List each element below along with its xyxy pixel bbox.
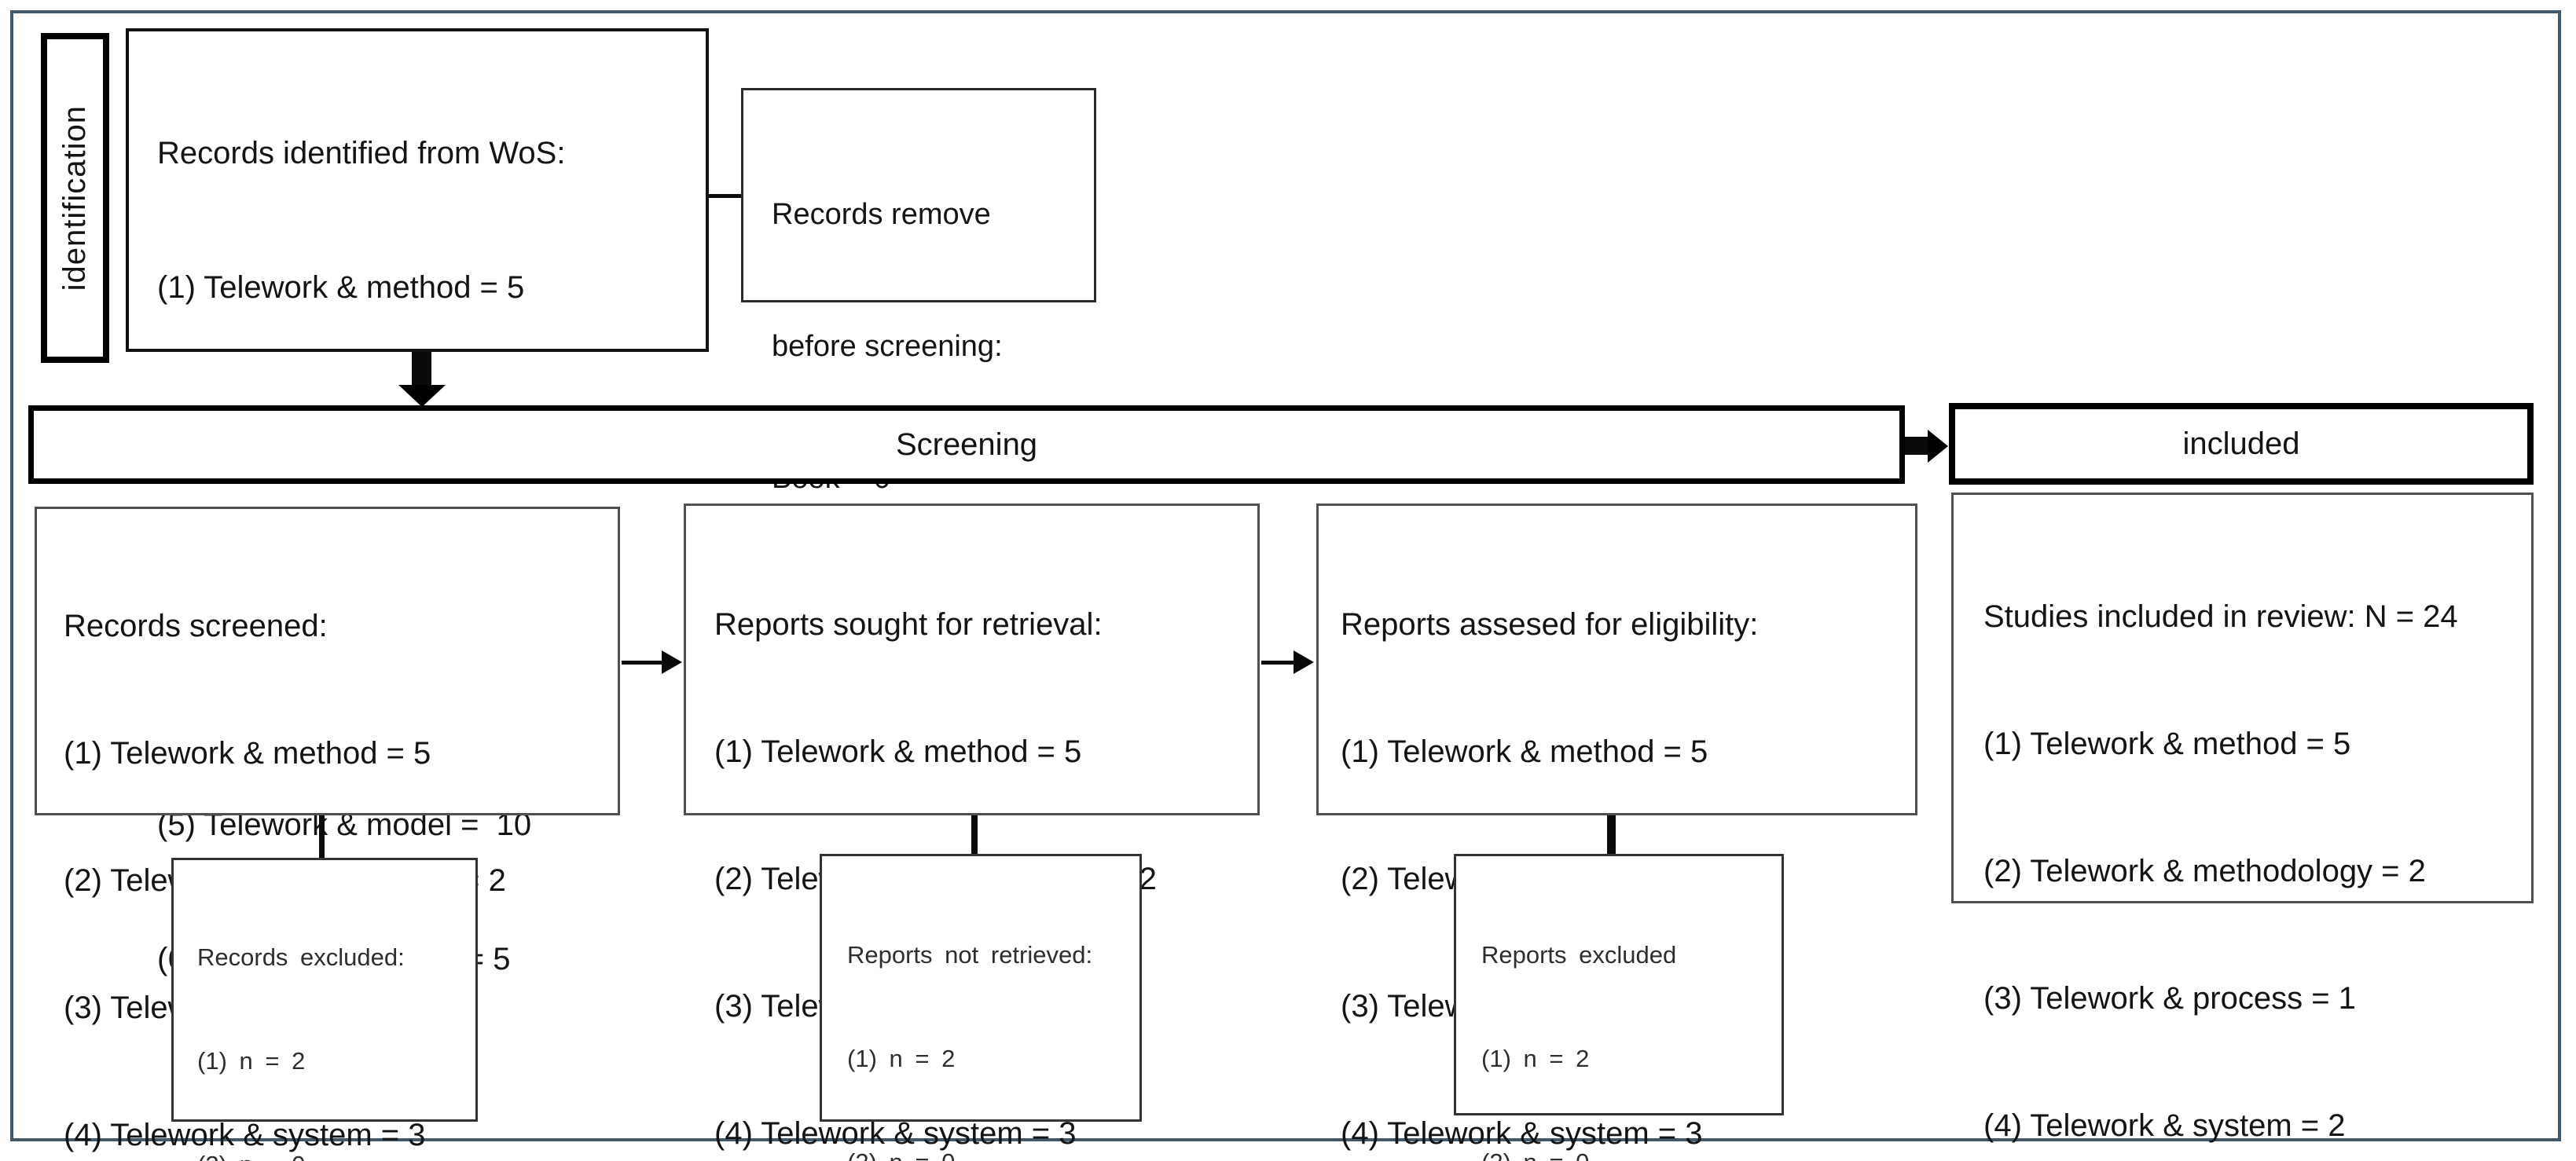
reports-assessed-box: Reports assesed for eligibility: (1) Tel… xyxy=(1316,504,1917,1151)
identification-stage-label: identification xyxy=(47,39,103,357)
studies-included-item: (1) Telework & method = 5 xyxy=(1983,727,2351,761)
arrow-sought-to-assessed-head-icon xyxy=(1294,650,1314,674)
reports-not-retrieved-item: (1) n = 2 xyxy=(847,1045,956,1072)
records-identified-box: Records identified from WoS: (1) Telewor… xyxy=(126,28,709,976)
reports-excluded-box: Reports excluded (1) n = 2 (2) n = 0 (3)… xyxy=(1454,854,1784,1161)
reports-excluded-item: (1) n = 2 xyxy=(1481,1045,1590,1072)
records-excluded-box: Records excluded: (1) n = 2 (2) n = 0 (3… xyxy=(171,858,478,1161)
figure-border xyxy=(10,10,2561,1141)
screening-stage-bar: Screening xyxy=(28,405,1905,484)
reports-excluded-title: Reports excluded xyxy=(1481,941,1677,969)
reports-not-retrieved-box: Reports not retrieved: (1) n = 2 (2) n =… xyxy=(820,854,1142,1161)
records-excluded-item: (2) n = 0 xyxy=(197,1148,475,1161)
records-removed-box: Records remove before screening: Book = … xyxy=(741,88,1096,627)
connector-identified-to-removed xyxy=(709,194,741,198)
reports-sought-box: Reports sought for retrieval: (1) Telewo… xyxy=(684,504,1260,1151)
reports-assessed-item: (1) Telework & method = 5 xyxy=(1341,734,1708,769)
right-arrow-head-icon xyxy=(1928,430,1948,463)
connector-assessed-to-excluded xyxy=(1607,815,1616,855)
reports-excluded-item: (2) n = 0 xyxy=(1481,1145,1782,1161)
records-screened-item: (4) Telework & system = 3 xyxy=(64,1118,426,1152)
reports-assessed-item: (4) Telework & system = 3 xyxy=(1341,1116,1703,1151)
records-identified-item: (1) Telework & method = 5 xyxy=(157,270,525,305)
reports-sought-item: (4) Telework & system = 3 xyxy=(714,1116,1077,1151)
down-arrow-icon xyxy=(412,352,431,386)
records-excluded-item: (1) n = 2 xyxy=(197,1047,306,1075)
down-arrow-head-icon xyxy=(398,385,446,407)
included-stage-label: included xyxy=(2182,426,2300,461)
records-screened-title: Records screened: xyxy=(64,609,328,643)
reports-assessed-title: Reports assesed for eligibility: xyxy=(1341,607,1759,642)
studies-included-title: Studies included in review: N = 24 xyxy=(1983,599,2458,634)
records-screened-box: Records screened: (1) Telework & method … xyxy=(35,507,620,1152)
arrow-screened-to-sought-icon xyxy=(622,661,662,665)
reports-sought-title: Reports sought for retrieval: xyxy=(714,607,1103,642)
records-removed-line: Records remove xyxy=(772,198,991,231)
identification-stage-text: identification xyxy=(57,104,92,291)
right-arrow-icon xyxy=(1905,437,1928,455)
reports-not-retrieved-item: (2) n = 0 xyxy=(847,1145,1139,1161)
reports-not-retrieved-title: Reports not retrieved: xyxy=(847,941,1093,969)
records-screened-item: (1) Telework & method = 5 xyxy=(64,736,431,771)
studies-included-item: (3) Telework & process = 1 xyxy=(1983,981,2356,1016)
records-excluded-title: Records excluded: xyxy=(197,943,405,971)
reports-sought-item: (1) Telework & method = 5 xyxy=(714,734,1082,769)
connector-sought-to-not-retrieved xyxy=(971,815,978,855)
included-stage-bar: included xyxy=(1949,403,2534,485)
connector-screened-to-excluded xyxy=(319,815,325,859)
studies-included-box: Studies included in review: N = 24 (1) T… xyxy=(1951,493,2534,1143)
screening-stage-label: Screening xyxy=(895,427,1038,462)
arrow-sought-to-assessed-icon xyxy=(1261,661,1294,665)
identification-stage-box: identification xyxy=(41,33,109,363)
records-identified-title: Records identified from WoS: xyxy=(157,136,566,170)
studies-included-item: (2) Telework & methodology = 2 xyxy=(1983,854,2426,888)
arrow-screened-to-sought-head-icon xyxy=(662,650,682,674)
studies-included-item: (4) Telework & system = 2 xyxy=(1983,1108,2346,1143)
records-removed-line: before screening: xyxy=(772,330,1003,363)
